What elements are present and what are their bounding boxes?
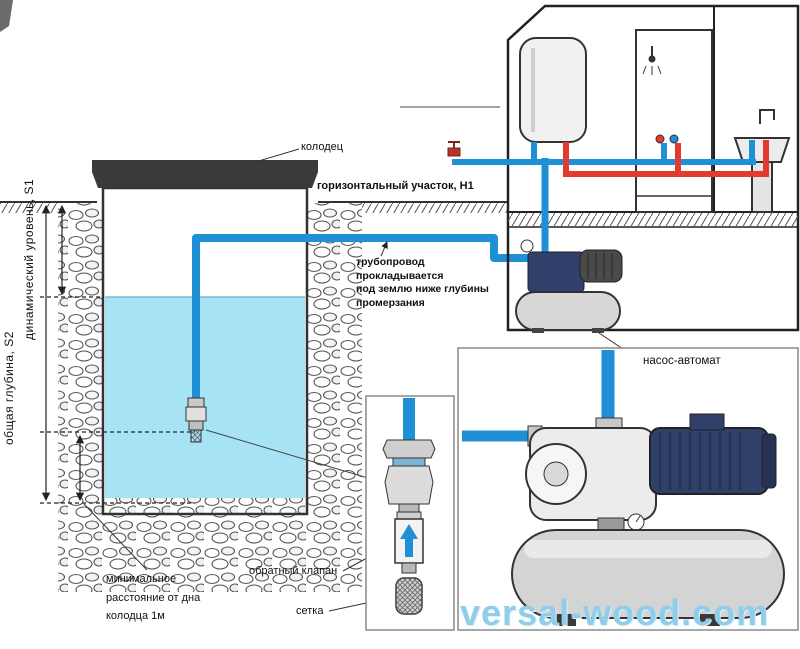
shower-cold-valve: [669, 134, 679, 144]
pressure-gauge: [520, 239, 534, 253]
well-label: колодец: [301, 141, 344, 153]
pump-body: [527, 251, 585, 293]
dimension-lines: [40, 204, 195, 504]
check-valve-label: обратный клапан: [249, 565, 338, 577]
boiler: [519, 37, 587, 150]
well-bottom-gravel: [105, 498, 305, 514]
supply-pipe: [192, 234, 529, 400]
well-cap: [92, 160, 318, 188]
well-water: [105, 297, 305, 514]
shower-hot-valve: [655, 134, 665, 144]
hot-water-pipes: [563, 140, 769, 177]
pressure-tank: [515, 291, 621, 331]
pump-station: [515, 158, 623, 333]
floor-hatch: [508, 213, 798, 226]
cold-water-pipes: [452, 140, 756, 165]
pump-detail: [457, 347, 799, 631]
mesh-label: сетка: [296, 605, 324, 617]
valve-callout-line: [205, 429, 369, 479]
dynamic-level-label: динамический уровень, S1: [22, 178, 36, 340]
outdoor-tap: [447, 141, 461, 157]
house: [400, 4, 800, 333]
horizontal-section-label: горизонтальный участок, Н1: [317, 180, 474, 192]
pump-motor: [579, 249, 623, 283]
watermark: versal-wood.com: [460, 592, 770, 633]
pipeline-note-label: трубопровод прокладывается под землю ниж…: [356, 256, 489, 309]
shower: [635, 29, 713, 213]
sink-faucet-icon: [759, 109, 775, 124]
corner-artifact: [0, 0, 13, 32]
house-outline: [506, 4, 800, 332]
well-intake-valve: [185, 397, 207, 443]
ground-hatch-right: [318, 203, 508, 213]
min-distance-label: минимальное расстояние от дна колодца 1м: [106, 573, 201, 623]
pump-auto-label: насос-автомат: [643, 355, 721, 367]
well: [92, 160, 318, 516]
total-depth-label: общая глубина, S2: [2, 331, 16, 445]
check-valve-detail: [365, 395, 455, 631]
flow-arrow-icon: [400, 524, 418, 557]
